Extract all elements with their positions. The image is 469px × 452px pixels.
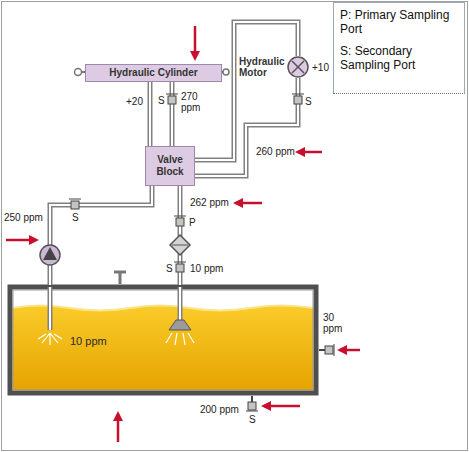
legend-box: P: Primary Sampling Port S: Secondary Sam… (333, 2, 465, 94)
valve-block-text: Valve Block (149, 154, 191, 178)
sampling-ports (69, 94, 334, 411)
motor-symbol (287, 56, 309, 78)
reading-label: 250 ppm (4, 212, 43, 223)
port-label: P (189, 217, 196, 228)
motor-unit-text: Hydraulic Motor (239, 56, 285, 78)
suction-pipe-inside (38, 287, 62, 345)
legend-box-text: P: Primary Sampling Port (340, 8, 458, 36)
pipe-line (172, 82, 173, 146)
reading-label: 270 ppm (181, 91, 201, 113)
legend-box-text: S: Secondary Sampling Port (340, 44, 458, 72)
reservoir-drawing (10, 287, 316, 393)
port-label: +20 (126, 96, 143, 107)
port-label: S (249, 414, 256, 425)
filter-symbol (170, 235, 190, 255)
return-diffuser (166, 287, 194, 345)
pipe-line (195, 78, 298, 176)
cylinder-box: Hydraulic Cylinder (85, 64, 222, 82)
reservoir-tank: 10 ppm (8, 285, 318, 395)
port-label: S (166, 263, 173, 274)
pipe-line (50, 186, 152, 285)
reading-label: 30 ppm (323, 312, 345, 334)
reading-label: 200 ppm (200, 404, 239, 415)
motor-unit: Hydraulic Motor (239, 56, 309, 78)
valve-block: Valve Block (145, 146, 195, 186)
pipe-line (150, 82, 151, 146)
reading-label: 260 ppm (256, 146, 295, 157)
port-label: +10 (312, 62, 329, 73)
port-label: S (72, 212, 79, 223)
port-label: S (305, 96, 312, 107)
pump-symbol (40, 245, 60, 265)
cylinder-box-text: Hydraulic Cylinder (109, 67, 197, 78)
reading-label: 10 ppm (190, 263, 223, 274)
port-label: S (158, 95, 165, 106)
tank-vent (114, 272, 126, 284)
reservoir-tank-text: 10 ppm (70, 335, 107, 348)
reading-label: 262 ppm (190, 197, 229, 208)
pointer-arrows (6, 26, 360, 442)
